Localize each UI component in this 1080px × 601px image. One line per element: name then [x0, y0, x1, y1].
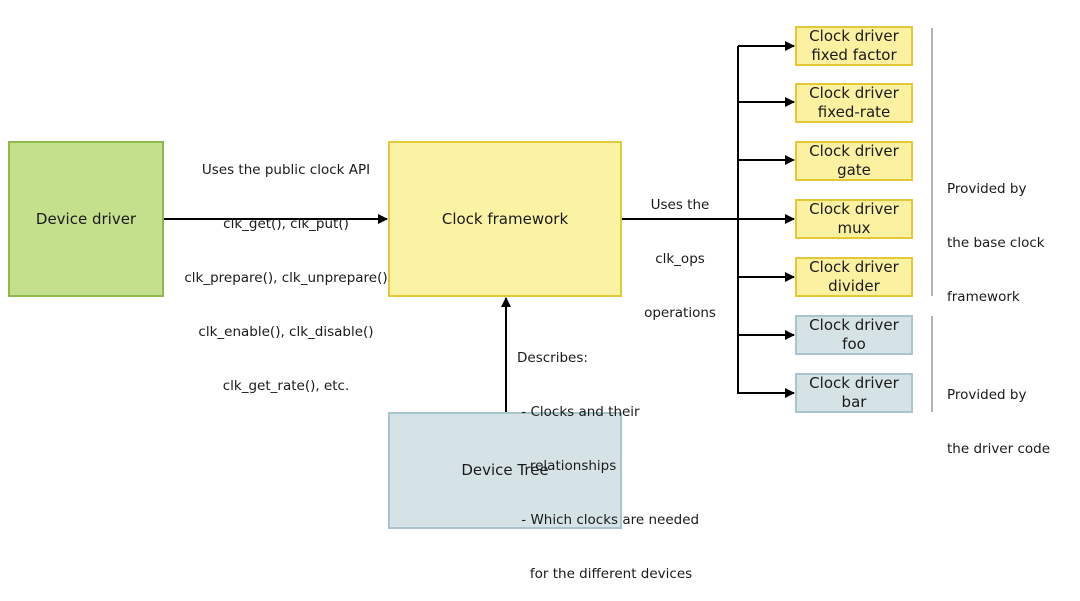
clock-driver-title: Clock driver: [809, 84, 899, 102]
device-tree-box: Device Tree: [388, 412, 622, 529]
clock-driver-title: Clock driver: [809, 142, 899, 160]
annotation-line: for the different devices: [517, 566, 693, 582]
annotation-line: - Clocks and their: [517, 404, 640, 420]
annotation-line: Uses the: [650, 197, 710, 213]
annotation-line: Provided by: [947, 387, 1027, 403]
clock-driver-type: foo: [842, 335, 866, 353]
annotation-line: Uses the public clock API: [201, 162, 371, 178]
clock-driver-title: Clock driver: [809, 27, 899, 45]
clock-driver-type: mux: [837, 219, 871, 237]
annotation-line: clk_get(), clk_put(): [223, 216, 349, 232]
annotation-line: the base clock: [947, 235, 1045, 251]
device-driver-box: Device driver: [8, 141, 164, 297]
annotation-line: clk_ops: [655, 251, 705, 267]
annotation-line: operations: [644, 305, 716, 321]
annotation-line: Describes:: [517, 350, 588, 366]
annotation-line: Provided by: [947, 181, 1027, 197]
clock-driver-title: Clock driver: [809, 374, 899, 392]
clock-driver-title: Clock driver: [809, 200, 899, 218]
annotation-line: clk_enable(), clk_disable(): [198, 324, 374, 340]
device-tree-describes-annotation: Describes: - Clocks and their relationsh…: [517, 313, 699, 601]
clock-driver-title: Clock driver: [809, 316, 899, 334]
provided-by-driver-code-note: Provided by the driver code: [947, 350, 1050, 476]
annotation-line: the driver code: [947, 441, 1051, 457]
clock-driver-type: gate: [837, 161, 871, 179]
clock-driver-type: divider: [828, 277, 880, 295]
public-api-annotation: Uses the public clock API clk_get(), clk…: [168, 125, 404, 413]
clock-driver-type: fixed factor: [811, 46, 897, 64]
annotation-line: relationships: [517, 458, 617, 474]
connector-lines: [163, 28, 933, 412]
annotation-line: clk_prepare(), clk_unprepare(): [184, 270, 388, 286]
clock-driver-title: Clock driver: [809, 258, 899, 276]
provided-by-base-framework-note: Provided by the base clock framework: [947, 144, 1045, 324]
clk-ops-annotation: Uses the clk_ops operations: [636, 160, 724, 340]
annotation-line: clk_get_rate(), etc.: [222, 378, 350, 394]
clock-driver-type: bar: [841, 393, 867, 411]
clock-framework-box: Clock framework: [388, 141, 622, 297]
clock-driver-type: fixed-rate: [817, 103, 891, 121]
annotation-line: framework: [947, 289, 1020, 305]
device-tree-label: Device Tree: [461, 461, 549, 479]
device-driver-label: Device driver: [35, 209, 137, 228]
clock-framework-label: Clock framework: [441, 209, 569, 228]
annotation-line: - Which clocks are needed: [517, 512, 700, 528]
